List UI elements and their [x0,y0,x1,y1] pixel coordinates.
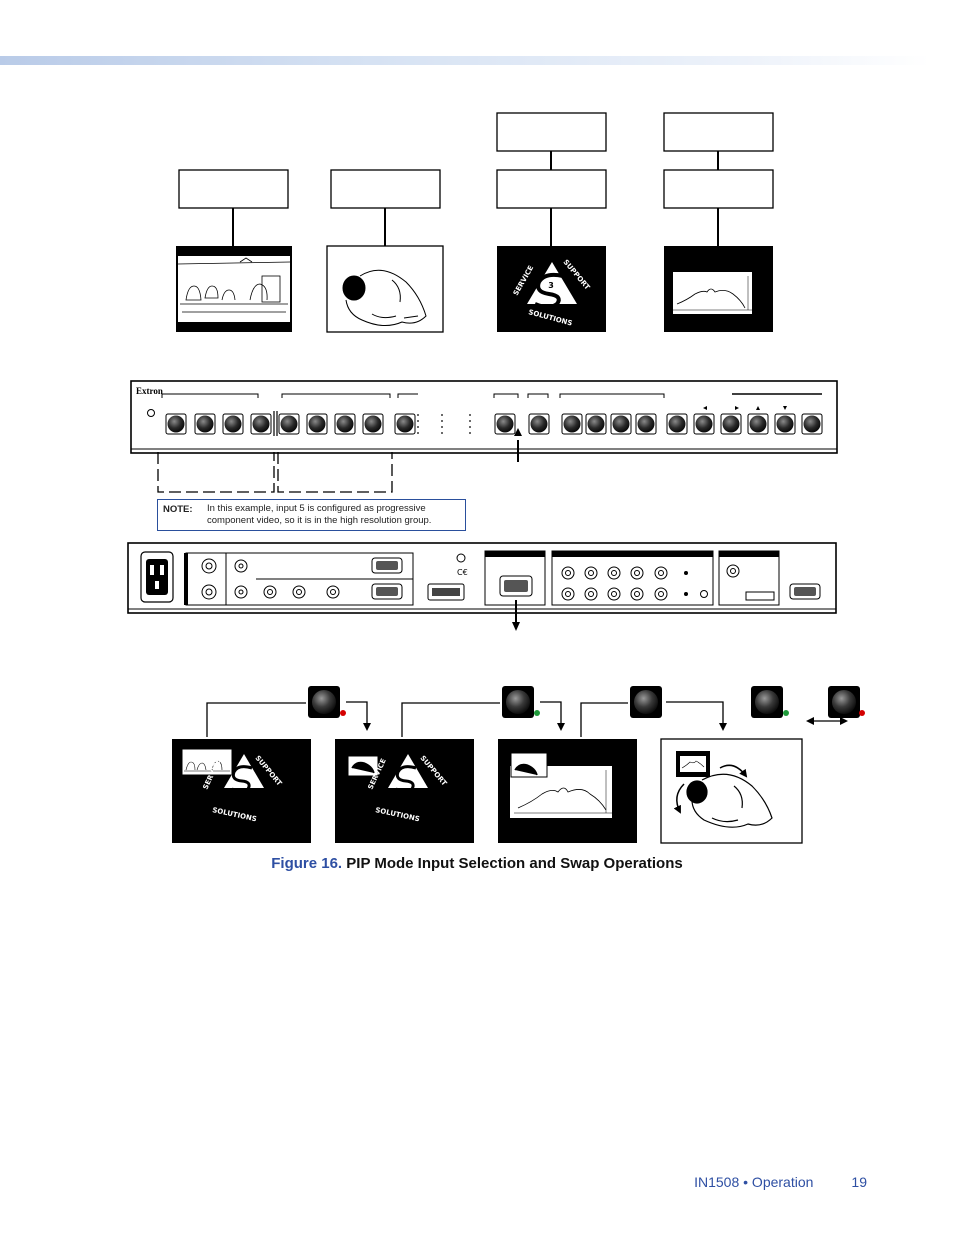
input-button-4 [250,413,272,435]
pip-button [494,413,516,435]
source-logo-image: 3 SERVICE SUPPORT SOLUTIONS [497,246,606,332]
nav-down-button [774,413,796,435]
input-button-1 [165,413,187,435]
input-button-7 [334,413,356,435]
front-panel-brand: Extron [136,386,163,396]
pip-screen-2: SERVICE SUPPORT SOLUTIONS [335,739,474,843]
source-meeting-video [176,246,292,332]
enter-button [801,413,823,435]
label-box-2 [330,169,441,209]
pip-select-button-1 [308,686,346,718]
label-box-4a [663,112,774,152]
input-button-8 [362,413,384,435]
label-box-3b [496,169,607,209]
nav-right-button [720,413,742,435]
pip-flow-arrows [206,701,848,737]
page-number: 19 [851,1174,867,1190]
pip-screen-1: SERVICE SUPPORT SOLUTIONS [172,739,311,843]
adjust-button-4 [635,413,657,435]
label-box-4b [663,169,774,209]
input-button-2 [194,413,216,435]
note-box: NOTE: In this example, input 5 is config… [157,499,466,531]
footer-doc: IN1508 • Operation [694,1174,814,1190]
figure-label: Figure 16. [271,855,343,872]
pip-select-button-3 [630,686,662,718]
figure-title: PIP Mode Input Selection and Swap Operat… [346,855,683,872]
pip-buttons [308,686,865,718]
pip-screen-3 [498,739,637,843]
menu-button [666,413,688,435]
pip-mode-button [828,686,865,718]
front-panel: Extron [130,380,838,493]
rear-panel: C€ [127,542,837,631]
led-red [859,710,865,716]
svg-text:C€: C€ [457,568,468,577]
input-button-6 [306,413,328,435]
source-connectors [232,151,719,246]
figure-caption: Figure 16. PIP Mode Input Selection and … [0,855,954,872]
nav-up-button [747,413,769,435]
svg-text:3: 3 [548,281,554,290]
led-red [340,710,346,716]
source-football-image [326,245,444,333]
adjust-button-2 [585,413,607,435]
nav-left-button [693,413,715,435]
source-graph-image [664,246,773,332]
header-band [0,56,930,65]
adjust-button-3 [610,413,632,435]
adjust-button-1 [561,413,583,435]
note-text: In this example, input 5 is configured a… [207,503,432,526]
input-button-3 [222,413,244,435]
pip-select-button-2 [502,686,540,718]
led-green [783,710,789,716]
note-label: NOTE: [163,504,193,515]
swap-button [528,413,550,435]
led-green [534,710,540,716]
input-button-5 [278,413,300,435]
pip-screen-4 [660,738,803,844]
function-button-1 [394,413,416,435]
label-box-3a [496,112,607,152]
page-footer: IN1508 • Operation 19 [694,1174,867,1190]
source-label-boxes [178,112,774,209]
front-panel-buttons [165,413,823,435]
pip-swap-button [751,686,789,718]
label-box-1 [178,169,289,209]
